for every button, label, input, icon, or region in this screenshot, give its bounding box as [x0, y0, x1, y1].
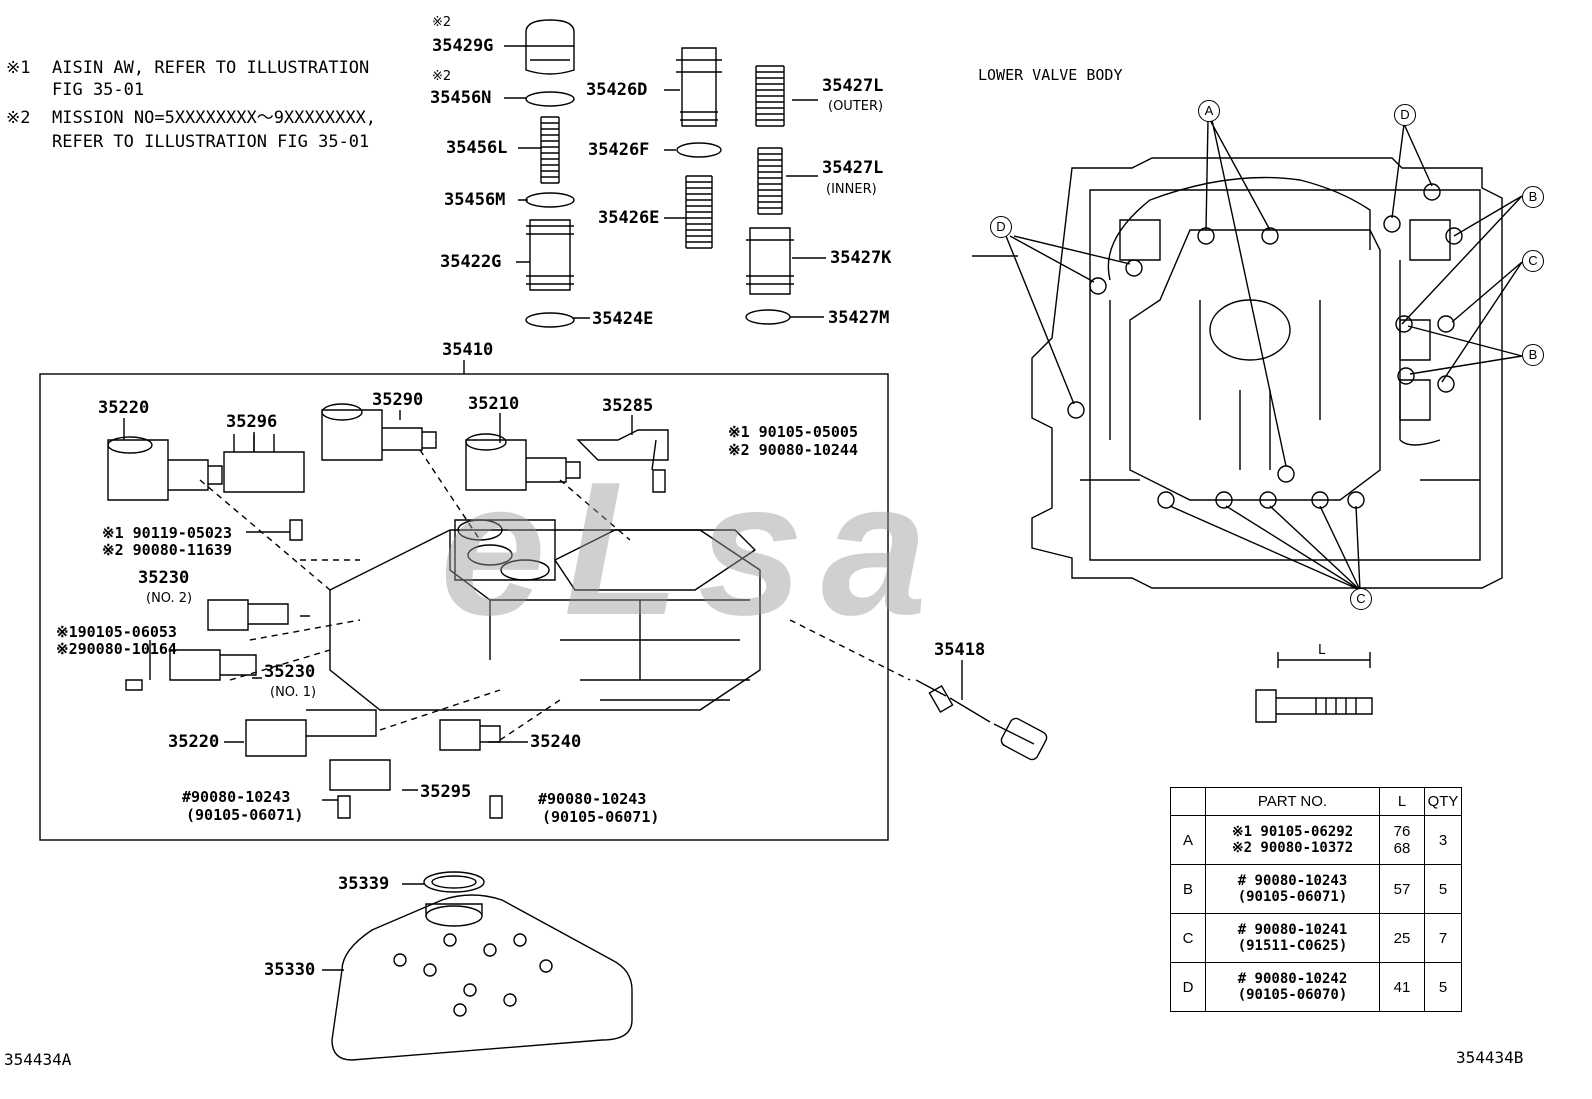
label-35427M: 35427M	[828, 308, 890, 328]
row-length: 25	[1379, 913, 1425, 963]
label-bolt-1a: ※1 90105-05005	[728, 423, 858, 441]
label-35290: 35290	[372, 390, 424, 410]
label-bolt-4a: #90080-10243	[182, 788, 291, 806]
label-35456N: 35456N	[430, 88, 492, 108]
part-number: # 90080-10241	[1237, 921, 1348, 938]
label-inner: (INNER)	[826, 182, 877, 197]
figure-id-left: 354434A	[4, 1050, 72, 1069]
label-bolt-5a: #90080-10243	[538, 790, 647, 808]
length-value: 76	[1393, 823, 1411, 840]
label-mark: ※2	[432, 15, 452, 30]
label-35330: 35330	[264, 960, 316, 980]
note-2-line1: MISSION NO=5XXXXXXXX～9XXXXXXXX,	[52, 108, 377, 128]
figure-id-right: 354434B	[1456, 1048, 1524, 1067]
row-part: # 90080-10241(91511-C0625)	[1205, 913, 1380, 963]
part-number: # 90080-10243	[1237, 872, 1348, 889]
label-bolt-2b: ※2 90080-11639	[102, 541, 232, 559]
row-key: D	[1170, 962, 1206, 1012]
label-35210: 35210	[468, 394, 520, 414]
label-bolt-3a: ※190105-06053	[56, 623, 177, 641]
table-header-l: L	[1379, 787, 1425, 816]
table-header-blank	[1170, 787, 1206, 816]
callout-d-top: D	[1394, 104, 1416, 126]
label-35418: 35418	[934, 640, 986, 660]
part-number: (90105-06071)	[1237, 889, 1348, 905]
note-1-line1: AISIN AW, REFER TO ILLUSTRATION	[52, 58, 370, 78]
label-mark: ※2	[432, 69, 452, 84]
part-number: ※1 90105-06292	[1231, 823, 1354, 840]
row-part: # 90080-10242(90105-06070)	[1205, 962, 1380, 1012]
row-key: B	[1170, 864, 1206, 914]
note-2-mark: ※2	[6, 108, 31, 128]
part-number: # 90080-10242	[1237, 970, 1348, 987]
row-part: # 90080-10243(90105-06071)	[1205, 864, 1380, 914]
label-35295: 35295	[420, 782, 472, 802]
callout-c-bottom: C	[1350, 588, 1372, 610]
label-no1: (NO. 1)	[270, 685, 317, 700]
callout-b-bottom: B	[1522, 344, 1544, 366]
table-row: D # 90080-10242(90105-06070) 41 5	[1170, 962, 1462, 1012]
label-35220-bottom: 35220	[168, 732, 220, 752]
row-length: 41	[1379, 962, 1425, 1012]
label-35285: 35285	[602, 396, 654, 416]
callout-b-top: B	[1522, 186, 1544, 208]
callout-a: A	[1198, 100, 1220, 122]
label-35427L-inner: 35427L	[822, 158, 884, 178]
label-35220-top: 35220	[98, 398, 150, 418]
label-35230-no2: 35230	[138, 568, 190, 588]
watermark: eLsa	[440, 443, 946, 655]
label-bolt-4b: (90105-06071)	[186, 806, 304, 824]
label-35427L-outer: 35427L	[822, 76, 884, 96]
label-35424E: 35424E	[592, 309, 654, 329]
label-35240: 35240	[530, 732, 582, 752]
callout-d-left: D	[990, 216, 1012, 238]
label-35296: 35296	[226, 412, 278, 432]
label-35339: 35339	[338, 874, 390, 894]
label-bolt-5b: (90105-06071)	[542, 808, 660, 826]
bolt-parts-table: PART NO. L QTY A ※1 90105-06292※2 90080-…	[1170, 787, 1462, 1012]
label-outer: (OUTER)	[828, 99, 884, 114]
label-35426D: 35426D	[586, 80, 648, 100]
row-qty: 5	[1424, 864, 1462, 914]
label-bolt-1b: ※2 90080-10244	[728, 441, 858, 459]
row-qty: 7	[1424, 913, 1462, 963]
label-bolt-2a: ※1 90119-05023	[102, 524, 232, 542]
label-bolt-3b: ※290080-10164	[56, 640, 177, 658]
row-part: ※1 90105-06292※2 90080-10372	[1205, 815, 1380, 865]
section-title: LOWER VALVE BODY	[978, 66, 1123, 84]
row-key: A	[1170, 815, 1206, 865]
label-35230-no1: 35230	[264, 662, 316, 682]
label-35456L: 35456L	[446, 138, 508, 158]
note-2-line2: REFER TO ILLUSTRATION FIG 35-01	[52, 132, 370, 152]
callout-c-right: C	[1522, 250, 1544, 272]
row-key: C	[1170, 913, 1206, 963]
label-35410: 35410	[442, 340, 494, 360]
note-1-line2: FIG 35-01	[52, 80, 145, 100]
label-35429G: 35429G	[432, 36, 494, 56]
label-35422G: 35422G	[440, 252, 502, 272]
label-bolt-length: L	[1318, 643, 1326, 658]
length-value: 68	[1393, 840, 1411, 857]
row-length: 57	[1379, 864, 1425, 914]
part-number: ※2 90080-10372	[1231, 840, 1354, 856]
label-35456M: 35456M	[444, 190, 506, 210]
table-header-part: PART NO.	[1205, 787, 1380, 816]
part-number: (90105-06070)	[1237, 987, 1348, 1003]
label-35427K: 35427K	[830, 248, 892, 268]
label-no2: (NO. 2)	[146, 591, 193, 606]
table-header-qty: QTY	[1424, 787, 1462, 816]
row-qty: 5	[1424, 962, 1462, 1012]
label-35426F: 35426F	[588, 140, 650, 160]
label-35426E: 35426E	[598, 208, 660, 228]
row-qty: 3	[1424, 815, 1462, 865]
note-1-mark: ※1	[6, 58, 31, 78]
table-row: C # 90080-10241(91511-C0625) 25 7	[1170, 913, 1462, 963]
part-number: (91511-C0625)	[1237, 938, 1348, 954]
table-row: B # 90080-10243(90105-06071) 57 5	[1170, 864, 1462, 914]
